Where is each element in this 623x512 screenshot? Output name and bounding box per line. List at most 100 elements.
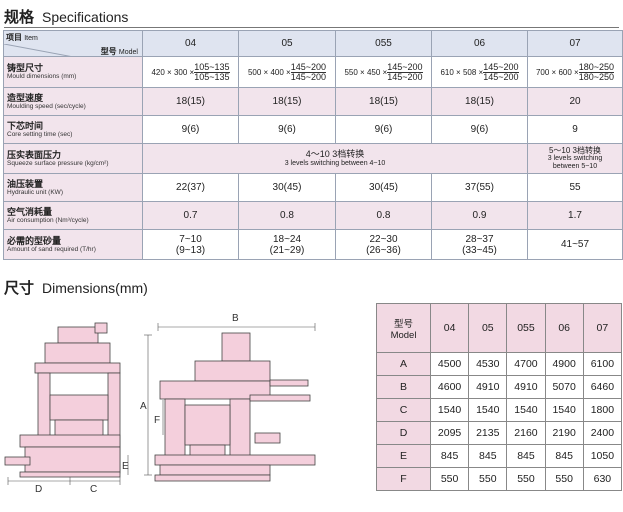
spec-item-cn: 项目 — [6, 32, 22, 42]
dim-cell: 550 — [429, 467, 470, 491]
spec-model-cn: 型号 — [100, 46, 117, 56]
spec-cell: 30(45) — [238, 173, 336, 202]
dim-label-f: F — [154, 415, 160, 426]
dim-heading-cn: 尺寸 — [4, 279, 35, 297]
dim-cell: 6460 — [582, 375, 623, 399]
spec-model-en: Model — [118, 48, 138, 56]
spec-item-en: Item — [24, 34, 38, 42]
dim-model-cn: 型号 — [393, 318, 413, 330]
spec-cell: 18(15) — [238, 87, 336, 116]
dim-row-label: B — [376, 375, 431, 399]
spec-cell: 28~37(33~45) — [431, 229, 528, 260]
label-cn: 油压装置 — [7, 178, 44, 189]
dim-label-b: B — [232, 313, 239, 324]
mould-lower: 145~200 — [483, 71, 519, 82]
label-en: Core setting time (sec) — [7, 130, 73, 138]
spec-cell: 22~30(26~36) — [335, 229, 432, 260]
dim-cell: 1540 — [544, 398, 584, 422]
dim-model-col: 07 — [582, 303, 623, 353]
spec-cell: 41~57 — [527, 229, 623, 260]
dim-model-en: Model — [390, 329, 417, 341]
spec-heading: 规格 Specifications — [4, 6, 128, 27]
dim-cell: 4600 — [429, 375, 470, 399]
dim-cell: 845 — [506, 444, 546, 468]
dim-label-e: E — [122, 461, 129, 472]
sand-line1: 18~24 — [272, 233, 302, 245]
mould-lower: 145~200 — [387, 71, 423, 82]
mould-upper: 145~200 — [387, 61, 423, 73]
mould-lower: 180~250 — [578, 71, 614, 82]
dim-cell: 4500 — [429, 352, 470, 376]
pressure-line2: 3 levels switching between 4~10 — [284, 160, 386, 167]
spec-model-col: 055 — [335, 30, 432, 57]
dim-cell: 1800 — [582, 398, 623, 422]
dim-cell: 1540 — [506, 398, 546, 422]
spec-cell: 20 — [527, 87, 623, 116]
spec-model-label: 型号 Model — [100, 46, 138, 56]
dim-cell: 2190 — [544, 421, 584, 445]
pressure-last-line2: 3 levels switching — [547, 154, 603, 162]
spec-model-col: 07 — [527, 30, 623, 57]
spec-cell: 18~24(21~29) — [238, 229, 336, 260]
label-en: Mould dimensions (mm) — [7, 73, 77, 80]
spec-cell: 0.9 — [431, 201, 528, 230]
spec-heading-cn: 规格 — [4, 8, 35, 26]
corner-diagonal-line — [4, 43, 71, 56]
dim-cell: 550 — [468, 467, 508, 491]
spec-cell: 9(6) — [335, 115, 432, 144]
label-en: Moulding speed (sec/cycle) — [7, 102, 86, 110]
spec-model-col: 04 — [142, 30, 239, 57]
sand-line1: 22~30 — [369, 233, 398, 245]
machine-drawing: B A F E D C — [4, 313, 316, 495]
spec-heading-rule — [4, 27, 619, 28]
spec-cell: 37(55) — [431, 173, 528, 202]
dim-row-label: F — [376, 467, 431, 491]
mould-upper: 105~135 — [194, 61, 230, 73]
mould-lower: 105~135 — [194, 71, 230, 82]
spec-cell: 18(15) — [142, 87, 239, 116]
side-view — [154, 332, 316, 482]
sand-line1: 7~10 — [179, 233, 202, 245]
label-cn: 下芯时间 — [7, 120, 44, 131]
spec-cell: 1.7 — [527, 201, 623, 230]
sand-line2: (9~13) — [175, 244, 206, 256]
dim-row-label: C — [376, 398, 431, 422]
dim-cell: 845 — [429, 444, 470, 468]
mould-base: 700 × 600 × — [535, 67, 579, 77]
label-en: Air consumption (Nm³/cycle) — [7, 216, 89, 224]
label-cn: 压实表面压力 — [7, 149, 62, 160]
pressure-last-line1: 5～10 3档转换 — [548, 145, 602, 155]
dim-cell: 2400 — [582, 421, 623, 445]
label-en: Amount of sand required (T/hr) — [7, 245, 96, 253]
spec-cell: 18(15) — [335, 87, 432, 116]
dim-row-d: D 2095 2135 2160 2190 2400 — [376, 421, 623, 445]
dim-heading-en: Dimensions(mm) — [42, 280, 148, 296]
mould-upper: 145~200 — [483, 61, 519, 73]
mould-lower: 145~200 — [290, 71, 326, 82]
mould-base: 610 × 508 × — [440, 67, 484, 77]
dim-cell: 550 — [544, 467, 584, 491]
spec-cell: 9(6) — [431, 115, 528, 144]
mould-upper: 180~250 — [578, 61, 614, 73]
spec-model-col: 06 — [431, 30, 528, 57]
spec-cell: 9(6) — [238, 115, 336, 144]
mould-base: 500 × 400 × — [247, 67, 291, 77]
